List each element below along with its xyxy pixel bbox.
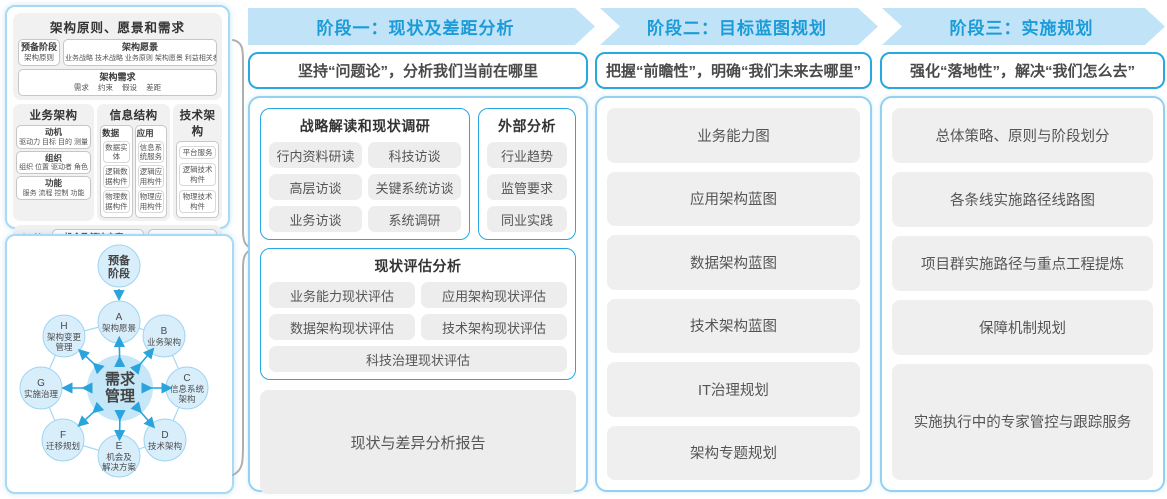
node-a-architecture-vision: A 架构愿景	[97, 300, 141, 344]
deliverable-item: 业务能力图	[607, 108, 860, 163]
tech-column: 平台服务 逻辑技术构件 物理技术构件	[176, 141, 220, 218]
phase-2-subtitle: 把握“前瞻性”，明确“我们未来去哪里”	[595, 52, 872, 89]
activity-item: 同业实践	[487, 206, 567, 232]
architecture-domains-section: 业务架构 动机 驱动力 目标 目的 测量 组织 组织 位置 驱动者 角色 功能 …	[13, 104, 223, 221]
phase-2-band: 阶段二：目标蓝图规划	[600, 8, 878, 45]
assessment-item: 数据架构现状评估	[269, 314, 415, 340]
svg-text:机会及: 机会及	[106, 452, 132, 462]
svg-text:E: E	[116, 441, 123, 452]
svg-text:G: G	[37, 378, 45, 389]
architecture-requirements-box: 架构需求 需求 约束 假设 差距	[18, 69, 217, 96]
adm-cycle-panel: 预备 阶段 A 架构愿景 B 业务架构 C 信息系统 架构	[5, 234, 234, 494]
architecture-framework-panel: 架构原则、愿景和需求 预备阶段 架构原则 架构愿景 业务战略 技术战略 业务原则…	[5, 5, 230, 270]
deliverable-item: 技术架构蓝图	[607, 298, 860, 353]
svg-text:H: H	[60, 321, 67, 332]
svg-text:架构: 架构	[178, 394, 195, 404]
assessment-item: 应用架构现状评估	[421, 282, 567, 308]
svg-text:解决方案: 解决方案	[102, 462, 137, 472]
adm-cycle-diagram: 预备 阶段 A 架构愿景 B 业务架构 C 信息系统 架构	[19, 244, 209, 478]
node-g-implementation-governance: G 实施治理	[19, 366, 63, 410]
technology-architecture-box: 技术架构 平台服务 逻辑技术构件 物理技术构件	[173, 104, 223, 221]
application-column: 应用 信息系统服务 逻辑应用构件 物理应用构件	[134, 125, 168, 218]
svg-text:阶段: 阶段	[108, 266, 130, 280]
phase-1-subtitle: 坚持“问题论”，分析我们当前在哪里	[248, 52, 588, 89]
deliverable-item: 各条线实施路径线路图	[892, 171, 1153, 227]
motivation-box: 动机 驱动力 目标 目的 测量	[16, 125, 92, 149]
svg-text:业务架构: 业务架构	[147, 337, 181, 347]
activity-item: 业务访谈	[269, 206, 362, 232]
svg-text:管理: 管理	[55, 342, 73, 352]
phase-1-column: 战略解读和现状调研 行内资料研读 科技访谈 高层访谈 关键系统访谈 业务访谈 系…	[248, 96, 588, 494]
assessment-item: 技术架构现状评估	[421, 314, 567, 340]
svg-text:C: C	[183, 373, 190, 384]
prep-phase-box: 预备阶段 架构原则	[18, 39, 60, 66]
current-state-assessment-group: 现状评估分析 业务能力现状评估 应用架构现状评估 数据架构现状评估 技术架构现状…	[260, 248, 576, 380]
node-h-architecture-change-management: H 架构变更 管理	[42, 314, 86, 358]
activity-item: 监管要求	[487, 174, 567, 200]
svg-text:需求: 需求	[105, 370, 136, 388]
svg-text:预备: 预备	[108, 253, 131, 267]
svg-text:B: B	[161, 326, 168, 337]
deliverable-item: 架构专题规划	[607, 425, 860, 480]
deliverable-item: 项目群实施路径与重点工程提炼	[892, 235, 1153, 291]
svg-text:F: F	[60, 430, 66, 441]
node-f-migration-planning: F 迁移规划	[41, 418, 85, 462]
architecture-vision-box: 架构愿景 业务战略 技术战略 业务原则 架构愿景 利益相关者	[63, 39, 217, 66]
requirements-management-node: 需求 管理	[87, 355, 153, 421]
svg-text:A: A	[116, 312, 123, 323]
svg-text:管理: 管理	[105, 387, 135, 405]
deliverable-item: IT治理规划	[607, 362, 860, 417]
activity-item: 行业趋势	[487, 142, 567, 168]
phase-2-column: 业务能力图 应用架构蓝图 数据架构蓝图 技术架构蓝图 IT治理规划 架构专题规划	[595, 96, 872, 492]
deliverable-item: 总体策略、原则与阶段划分	[892, 108, 1153, 163]
node-b-business-architecture: B 业务架构	[142, 314, 186, 358]
svg-text:架构变更: 架构变更	[47, 332, 82, 342]
business-architecture-box: 业务架构 动机 驱动力 目标 目的 测量 组织 组织 位置 驱动者 角色 功能 …	[13, 104, 95, 221]
activity-item: 科技访谈	[368, 142, 461, 168]
phase-1-band: 阶段一：现状及差距分析	[248, 8, 595, 45]
gap-analysis-report-box: 现状与差异分析报告	[260, 390, 576, 494]
deliverable-item: 数据架构蓝图	[607, 235, 860, 290]
data-column: 数据 数据实体 逻辑数据构件 物理数据构件	[100, 125, 133, 218]
svg-text:架构愿景: 架构愿景	[102, 323, 136, 333]
prep-phase-node: 预备 阶段	[97, 244, 141, 288]
deliverable-item: 保障机制规划	[892, 299, 1153, 355]
activity-item: 行内资料研读	[269, 142, 362, 168]
principles-section: 架构原则、愿景和需求 预备阶段 架构原则 架构愿景 业务战略 技术战略 业务原则…	[13, 13, 222, 100]
phase-3-band: 阶段三：实施规划	[882, 8, 1165, 45]
svg-text:D: D	[161, 430, 168, 441]
deliverable-item: 实施执行中的专家管控与跟踪服务	[892, 363, 1153, 480]
svg-text:实施治理: 实施治理	[24, 389, 59, 399]
activity-item: 关键系统访谈	[368, 174, 461, 200]
function-box: 功能 服务 流程 控制 功能	[16, 176, 92, 201]
information-structure-box: 信息结构 数据 数据实体 逻辑数据构件 物理数据构件 应用 信息系统服务 逻辑应…	[97, 104, 171, 221]
node-d-technology-architecture: D 技术架构	[143, 418, 187, 462]
svg-text:迁移规划: 迁移规划	[46, 441, 80, 451]
activity-item: 系统调研	[368, 206, 461, 232]
section-title: 架构原则、愿景和需求	[49, 21, 185, 35]
svg-text:信息系统: 信息系统	[170, 384, 205, 394]
node-c-information-systems-architecture: C 信息系统 架构	[165, 366, 209, 410]
assessment-item: 业务能力现状评估	[269, 282, 415, 308]
node-e-opportunities-solutions: E 机会及 解决方案	[97, 434, 141, 478]
activity-item: 高层访谈	[269, 174, 362, 200]
strategy-research-group: 战略解读和现状调研 行内资料研读 科技访谈 高层访谈 关键系统访谈 业务访谈 系…	[260, 108, 470, 240]
external-analysis-group: 外部分析 行业趋势 监管要求 同业实践	[478, 108, 576, 240]
phase-3-column: 总体策略、原则与阶段划分 各条线实施路径线路图 项目群实施路径与重点工程提炼 保…	[880, 96, 1165, 492]
organization-box: 组织 组织 位置 驱动者 角色	[16, 150, 92, 175]
deliverable-item: 应用架构蓝图	[607, 171, 860, 226]
center-node-arrows	[61, 335, 173, 442]
phase-3-subtitle: 强化“落地性”，解决“我们怎么去”	[880, 52, 1165, 89]
svg-text:技术架构: 技术架构	[148, 441, 182, 451]
assessment-item: 科技治理现状评估	[269, 346, 567, 372]
